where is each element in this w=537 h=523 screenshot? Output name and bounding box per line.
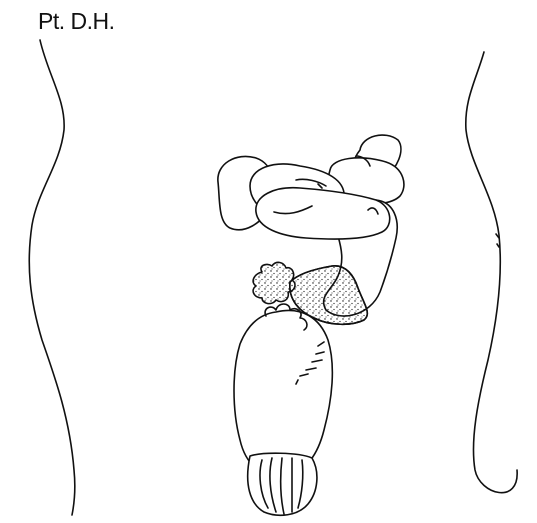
torso-left-contour — [29, 40, 75, 515]
crinkled-tissue — [253, 262, 295, 303]
main-organ — [234, 310, 332, 476]
torso-right-contour — [466, 52, 517, 493]
